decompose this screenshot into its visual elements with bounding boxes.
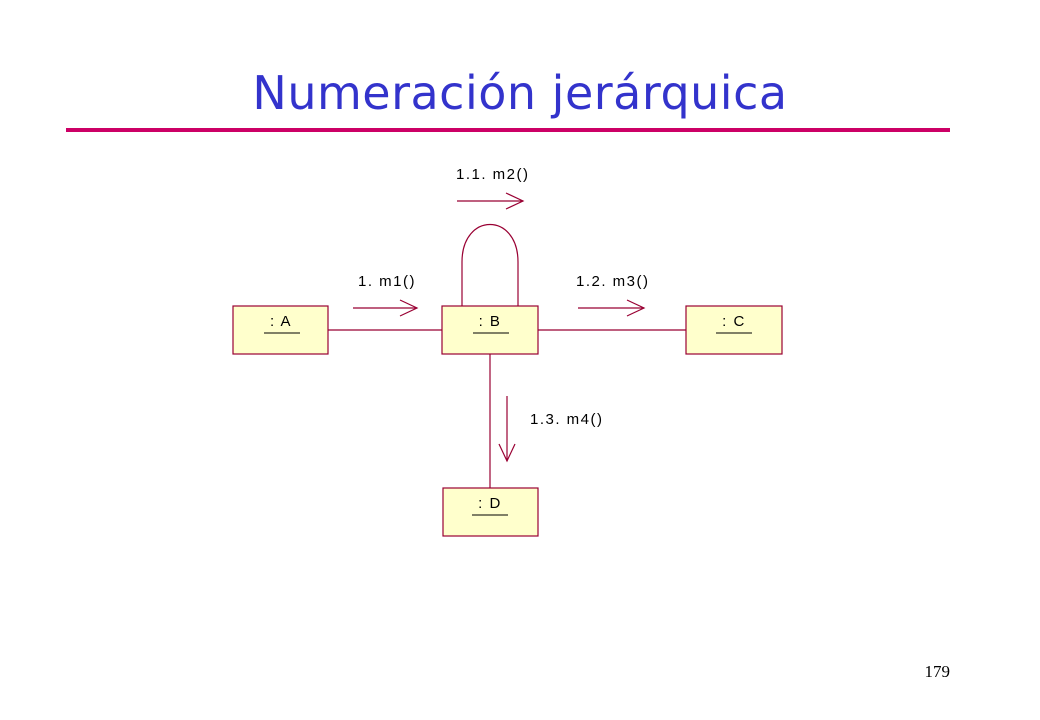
object-a[interactable]: : A — [232, 305, 329, 355]
message-1-2-label: 1.2. m3() — [576, 273, 650, 290]
message-1-1-label: 1.1. m2() — [456, 166, 530, 183]
message-1-1-arrow — [457, 192, 525, 210]
message-1-label: 1. m1() — [358, 273, 416, 290]
object-d[interactable]: : D — [442, 487, 539, 537]
object-b-label: : B — [479, 313, 502, 330]
message-1-2-arrow — [578, 299, 646, 317]
object-c-label: : C — [722, 313, 746, 330]
self-link-b — [461, 224, 519, 306]
object-d-label: : D — [478, 495, 502, 512]
slide-title: Numeración jerárquica — [252, 66, 788, 120]
object-b[interactable]: : B — [441, 305, 539, 355]
object-a-label: : A — [270, 313, 292, 330]
page-number: 179 — [924, 662, 951, 681]
message-1-3-label: 1.3. m4() — [530, 411, 604, 428]
message-1-arrow — [353, 299, 419, 317]
object-c[interactable]: : C — [685, 305, 783, 355]
title-underline — [66, 128, 950, 132]
message-1-3-arrow — [498, 396, 516, 463]
